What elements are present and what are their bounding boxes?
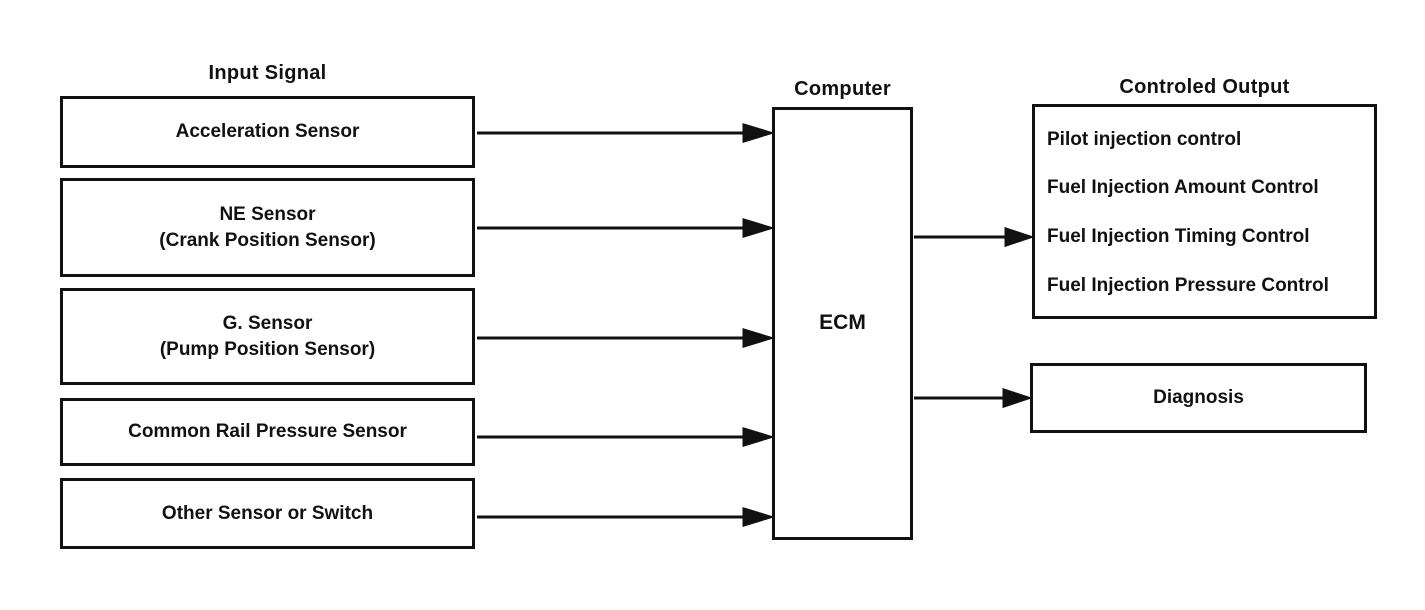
arrowhead-ecm-to-diagnosis: [1002, 387, 1033, 409]
arrowhead-ecm-to-output: [1004, 226, 1035, 248]
computer-header: Computer: [794, 78, 891, 100]
input-box-common-rail-pressure-sensor: Common Rail Pressure Sensor: [60, 398, 475, 466]
output-item-pilot-injection: Pilot injection control: [1047, 128, 1242, 150]
input-box-label: Common Rail Pressure Sensor: [128, 421, 407, 443]
output-item-fuel-pressure: Fuel Injection Pressure Control: [1047, 274, 1329, 296]
output-item-fuel-timing: Fuel Injection Timing Control: [1047, 226, 1310, 248]
input-box-label: G. Sensor: [222, 312, 313, 334]
input-box-sublabel: (Crank Position Sensor): [159, 229, 376, 251]
diagnosis-box: Diagnosis: [1030, 363, 1367, 433]
arrowhead-g-to-ecm: [742, 327, 776, 349]
input-box-label: Acceleration Sensor: [175, 121, 360, 143]
input-box-ne-sensor: NE Sensor (Crank Position Sensor): [60, 178, 475, 277]
input-box-sublabel: (Pump Position Sensor): [159, 338, 376, 360]
output-item-fuel-amount: Fuel Injection Amount Control: [1047, 177, 1319, 199]
input-box-label: Other Sensor or Switch: [161, 502, 374, 524]
controlled-output-box: Pilot injection control Fuel Injection A…: [1032, 104, 1377, 319]
controlled-output-header: Controled Output: [1119, 76, 1290, 98]
input-box-acceleration-sensor: Acceleration Sensor: [60, 96, 475, 168]
ecm-label: ECM: [819, 311, 866, 335]
arrowhead-acceleration-to-ecm: [742, 122, 776, 144]
input-box-label: NE Sensor: [219, 203, 316, 225]
arrowhead-rail-to-ecm: [742, 426, 776, 448]
input-box-other-sensor-or-switch: Other Sensor or Switch: [60, 478, 475, 549]
diagnosis-label: Diagnosis: [1153, 387, 1244, 409]
input-box-g-sensor: G. Sensor (Pump Position Sensor): [60, 288, 475, 385]
input-signal-header: Input Signal: [208, 62, 327, 84]
ecm-box: ECM: [772, 107, 913, 540]
arrowhead-ne-to-ecm: [742, 217, 776, 239]
arrowhead-other-to-ecm: [742, 506, 776, 528]
